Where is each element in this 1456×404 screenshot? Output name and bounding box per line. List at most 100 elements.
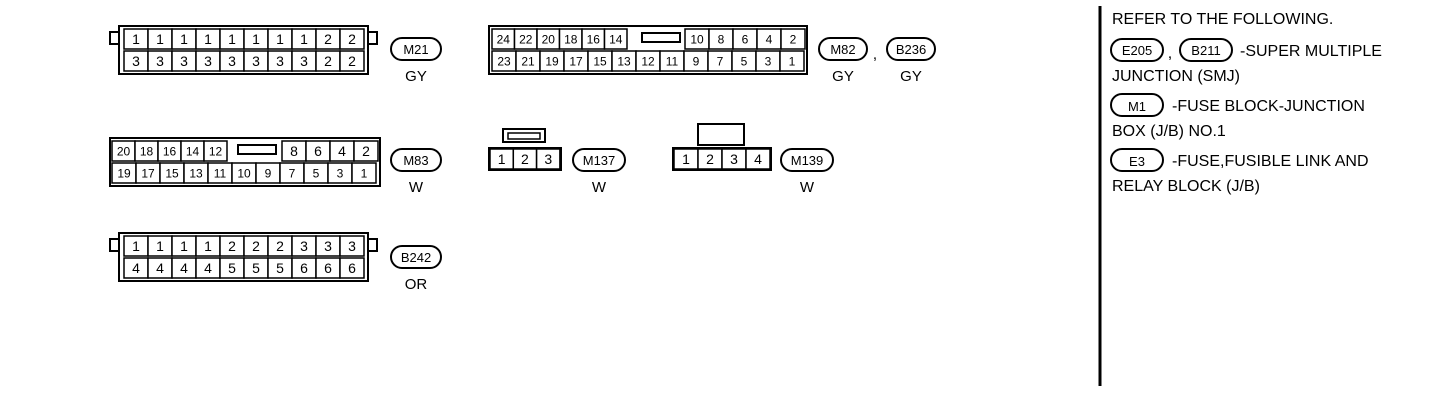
pin-label: 1 bbox=[132, 31, 140, 47]
pin-label: 18 bbox=[140, 145, 154, 159]
pin-label: 6 bbox=[348, 260, 356, 276]
pin-label: 17 bbox=[569, 55, 583, 69]
pin-label: 1 bbox=[180, 238, 188, 254]
pin-label: 3 bbox=[324, 238, 332, 254]
connector-b242-color: OR bbox=[405, 276, 428, 293]
pin-label: 7 bbox=[289, 167, 296, 181]
pin-label: 3 bbox=[337, 167, 344, 181]
reference-tag-separator: , bbox=[1168, 45, 1172, 62]
pin-label: 2 bbox=[790, 33, 797, 47]
pin-label: 5 bbox=[276, 260, 284, 276]
pin-cell bbox=[745, 148, 771, 170]
pin-label: 1 bbox=[204, 31, 212, 47]
pin-label: 1 bbox=[789, 55, 796, 69]
pin-label: 5 bbox=[252, 260, 260, 276]
pin-label: 11 bbox=[214, 167, 227, 181]
pin-label: 2 bbox=[348, 53, 356, 69]
pin-label: 1 bbox=[682, 151, 690, 167]
connector-m137-color: W bbox=[592, 179, 607, 196]
pin-label: 4 bbox=[766, 33, 773, 47]
pin-label: 4 bbox=[132, 260, 140, 276]
pin-label: 19 bbox=[545, 55, 559, 69]
pin-label: 12 bbox=[641, 55, 655, 69]
connector-tag-m139-label: M139 bbox=[791, 153, 824, 168]
pin-label: 2 bbox=[252, 238, 260, 254]
pin-label: 1 bbox=[204, 238, 212, 254]
pin-label: 3 bbox=[252, 53, 260, 69]
reference-entry-jb1-line1: -FUSE BLOCK-JUNCTION bbox=[1172, 98, 1365, 115]
pin-label: 18 bbox=[564, 33, 578, 47]
pin-label: 6 bbox=[742, 33, 749, 47]
connector-tag-b236: B236 bbox=[886, 37, 936, 61]
connector-tag-b242: B242 bbox=[390, 245, 442, 269]
pin-label: 21 bbox=[521, 55, 535, 69]
connector-m139-color: W bbox=[800, 179, 815, 196]
connector-tag-m139: M139 bbox=[780, 148, 834, 172]
reference-entry-relay-line1: -FUSE,FUSIBLE LINK AND bbox=[1172, 153, 1369, 170]
pin-cell bbox=[339, 235, 365, 257]
pin-label: 8 bbox=[718, 33, 725, 47]
reference-entry-smj-line1: -SUPER MULTIPLE bbox=[1240, 43, 1382, 60]
pin-label: 6 bbox=[324, 260, 332, 276]
pin-label: 24 bbox=[497, 33, 511, 47]
pin-label: 3 bbox=[132, 53, 140, 69]
pin-cell bbox=[779, 50, 805, 72]
pin-label: 1 bbox=[361, 167, 368, 181]
pin-label: 6 bbox=[300, 260, 308, 276]
reference-tag-m1-label: M1 bbox=[1128, 99, 1146, 114]
pin-cell bbox=[353, 140, 379, 162]
pin-label: 1 bbox=[252, 31, 260, 47]
pin-label: 13 bbox=[189, 167, 203, 181]
connector-tag-m21-label: M21 bbox=[403, 42, 428, 57]
pin-label: 3 bbox=[730, 151, 738, 167]
connector-tag-m83: M83 bbox=[390, 148, 442, 172]
reference-entry-jb1-line2: BOX (J/B) NO.1 bbox=[1112, 123, 1226, 140]
pin-cell bbox=[203, 140, 228, 162]
connector-tag-m137-label: M137 bbox=[583, 153, 616, 168]
pin-label: 3 bbox=[544, 151, 552, 167]
pin-label: 5 bbox=[741, 55, 748, 69]
pin-label: 13 bbox=[617, 55, 631, 69]
pin-label: 4 bbox=[754, 151, 762, 167]
pin-label: 22 bbox=[519, 33, 533, 47]
pin-label: 7 bbox=[717, 55, 724, 69]
connector-tag-m82-label: M82 bbox=[830, 42, 855, 57]
tag-separator: , bbox=[873, 46, 877, 63]
connector-tag-m21: M21 bbox=[390, 37, 442, 61]
reference-tag-b211: B211 bbox=[1179, 38, 1233, 62]
pin-label: 1 bbox=[132, 238, 140, 254]
pin-label: 20 bbox=[117, 145, 131, 159]
pin-label: 3 bbox=[276, 53, 284, 69]
pin-label: 3 bbox=[300, 238, 308, 254]
pin-label: 6 bbox=[314, 143, 322, 159]
connector-m83-color: W bbox=[409, 179, 424, 196]
connector-m21-color: GY bbox=[405, 68, 427, 85]
pin-label: 1 bbox=[300, 31, 308, 47]
pin-label: 3 bbox=[300, 53, 308, 69]
pin-label: 2 bbox=[706, 151, 714, 167]
pin-cell bbox=[339, 28, 365, 50]
pin-label: 8 bbox=[290, 143, 298, 159]
connector-tag-m82: M82 bbox=[818, 37, 868, 61]
pin-label: 2 bbox=[228, 238, 236, 254]
connector-tag-m137: M137 bbox=[572, 148, 626, 172]
connector-tag-b236-label: B236 bbox=[896, 42, 926, 57]
pin-cell bbox=[603, 28, 628, 50]
pin-label: 4 bbox=[156, 260, 164, 276]
pin-label: 2 bbox=[348, 31, 356, 47]
pin-label: 9 bbox=[693, 55, 700, 69]
pin-label: 4 bbox=[204, 260, 212, 276]
pin-label: 5 bbox=[313, 167, 320, 181]
reference-tag-e3-label: E3 bbox=[1129, 154, 1145, 169]
pin-label: 10 bbox=[690, 33, 704, 47]
